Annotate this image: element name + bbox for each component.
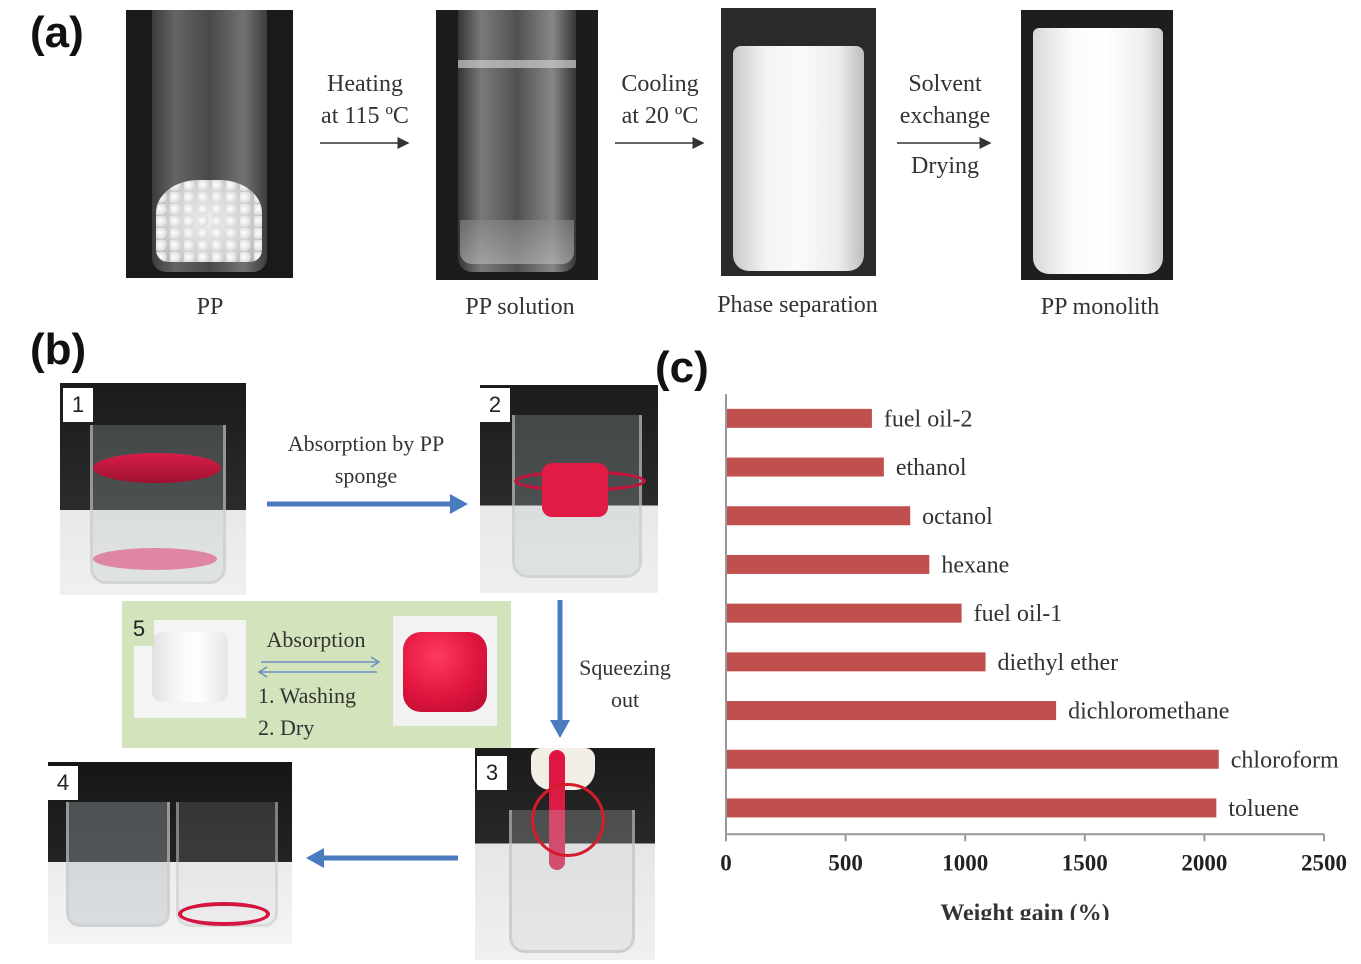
step-number-4: 4 [48, 766, 78, 800]
cycle-absorption-label: Absorption [266, 627, 366, 652]
panel-b-arrows [267, 494, 570, 868]
panel-c-label: (c) [655, 343, 709, 392]
step-solvent-line1: Solvent [908, 71, 982, 97]
panel-a-arrows [320, 137, 992, 149]
step-heating-line1: Heating [327, 71, 403, 97]
squeezing-line2: out [610, 687, 640, 712]
x-tick-label: 2000 [1181, 850, 1227, 875]
absorption-by-line1: Absorption by PP [287, 431, 445, 456]
step-solvent-line2: exchange [899, 103, 991, 129]
step-number-3: 3 [477, 756, 507, 790]
bar-label-octanol: octanol [922, 504, 993, 530]
phase-separation-photo [721, 8, 876, 276]
chart-x-axis-label: Weight gain (%) [940, 900, 1109, 920]
bar-label-ethanol: ethanol [896, 455, 967, 481]
caption-phase-separation: Phase separation [717, 292, 878, 318]
x-tick-label: 1000 [942, 850, 988, 875]
bar-hexane [726, 554, 930, 574]
step-solvent: Solvent exchange Drying [882, 68, 1008, 182]
bar-dichloromethane [726, 701, 1057, 721]
red-sponge-photo [393, 616, 497, 726]
step-cooling: Cooling at 20 ºC [600, 68, 720, 132]
bar-fuel-oil-1 [726, 603, 962, 623]
beakers-4-photo [48, 762, 292, 944]
bar-ethanol [726, 457, 884, 477]
step-number-2: 2 [480, 388, 510, 422]
x-tick-label: 500 [828, 850, 863, 875]
pp-monolith-photo [1021, 10, 1173, 280]
step-solvent-line3: Drying [911, 153, 979, 179]
step-heating-line2: at 115 ºC [321, 103, 409, 129]
bar-label-hexane: hexane [941, 552, 1009, 578]
bar-label-diethyl-ether: diethyl ether [998, 650, 1119, 676]
x-tick-label: 1500 [1062, 850, 1108, 875]
squeezing-arrow-head [550, 720, 570, 738]
step-cooling-line2: at 20 ºC [621, 103, 699, 129]
weight-gain-chart: fuel oil-2 ethanol octanol hexane fuel oil-1… [720, 394, 1347, 920]
bar-label-toluene: toluene [1228, 796, 1299, 822]
return-arrow-head [306, 848, 324, 868]
cycle-washing-label: 1. Washing [258, 683, 357, 708]
step-number-1: 1 [63, 388, 93, 422]
bar-chloroform [726, 749, 1219, 769]
bar-toluene [726, 798, 1217, 818]
pp-solution-photo [436, 10, 598, 280]
x-tick-label: 0 [720, 850, 732, 875]
absorption-arrow-head [450, 494, 468, 514]
bar-label-chloroform: chloroform [1231, 747, 1339, 773]
pp-pellets-photo [126, 10, 293, 278]
step-heating: Heating at 115 ºC [305, 68, 425, 132]
caption-pp-solution: PP solution [465, 294, 575, 320]
step-number-5: 5 [124, 612, 154, 646]
beaker-2-photo [480, 385, 658, 593]
absorption-by-text: Absorption by PP sponge [270, 428, 462, 492]
bar-label-dichloromethane: dichloromethane [1068, 699, 1229, 725]
cycle-dry-label: 2. Dry [258, 715, 315, 740]
cycle-double-arrow [257, 656, 381, 678]
x-tick-label: 2500 [1301, 850, 1347, 875]
squeezing-line1: Squeezing [579, 655, 671, 680]
bar-fuel-oil-2 [726, 408, 872, 428]
panel-a-label: (a) [30, 8, 84, 57]
squeezing-text: Squeezing out [566, 652, 684, 716]
bar-diethyl-ether [726, 652, 986, 672]
caption-pp-monolith: PP monolith [1040, 294, 1160, 320]
absorption-by-line2: sponge [334, 463, 398, 488]
bar-label-fuel-oil-1: fuel oil-1 [974, 601, 1063, 627]
bar-octanol [726, 506, 911, 526]
caption-pp: PP [196, 294, 224, 320]
panel-b-label: (b) [30, 325, 87, 374]
bar-label-fuel-oil-2: fuel oil-2 [884, 406, 973, 432]
step-cooling-line1: Cooling [621, 71, 699, 97]
